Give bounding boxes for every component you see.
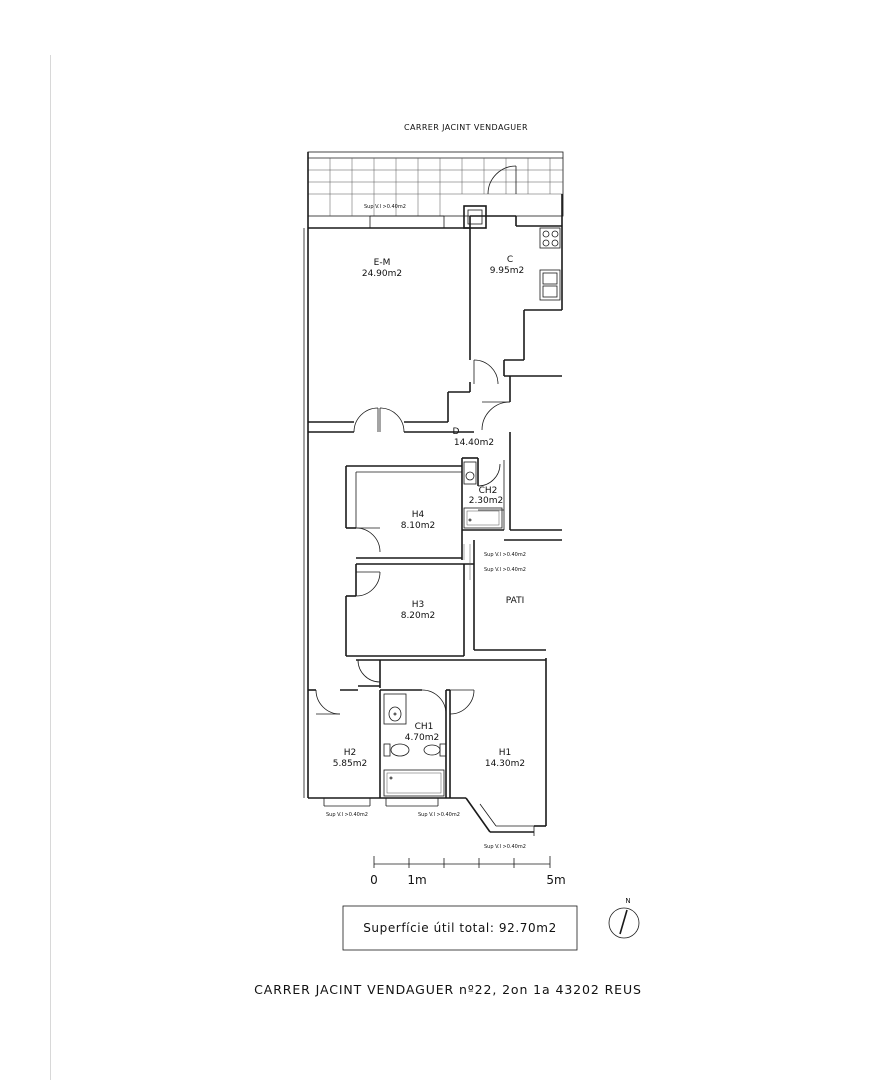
scale-label-1m: 1m (407, 873, 426, 887)
room-h1-area: 14.30m2 (485, 759, 525, 769)
scale-label-5m: 5m (546, 873, 565, 887)
ch2-washbasin-icon (463, 461, 477, 485)
room-em-area: 24.90m2 (362, 269, 402, 279)
room-h4-area: 8.10m2 (401, 521, 436, 531)
window-notes: Sup V.I >0.40m2 Sup V.I >0.40m2 Sup V.I … (326, 204, 526, 850)
scale-label-0: 0 (370, 873, 378, 887)
room-ch1-area: 4.70m2 (405, 733, 440, 743)
room-h3-area: 8.20m2 (401, 611, 436, 621)
street-title: CARRER JACINT VENDAGUER (404, 123, 528, 132)
page-margin-line (50, 55, 51, 1080)
address-line: CARRER JACINT VENDAGUER nº22, 2on 1a 432… (254, 982, 642, 997)
north-label: N (625, 897, 630, 905)
room-em-name: E-M (374, 258, 391, 268)
terrace (307, 151, 564, 217)
terrace-tiling (308, 158, 563, 216)
window-note-h4: Sup V.I >0.40m2 (484, 552, 526, 558)
window-note-h2: Sup V.I >0.40m2 (326, 812, 368, 818)
window-note-h3: Sup V.I >0.40m2 (484, 567, 526, 573)
room-h3-name: H3 (412, 600, 425, 610)
room-labels: E-M 24.90m2 C 9.95m2 D 14.40m2 CH2 2.30m… (333, 255, 525, 769)
room-ch2-area: 2.30m2 (469, 496, 504, 506)
fixtures (383, 205, 561, 797)
scale-bar: 0 1m 5m (370, 856, 566, 887)
doors (315, 165, 517, 715)
hob-icon (539, 227, 561, 249)
ch1-toilet-icon (383, 743, 391, 757)
window-note-ch1: Sup V.I >0.40m2 (418, 812, 460, 818)
room-h1-name: H1 (499, 748, 512, 758)
ch1-bidet-icon (439, 743, 447, 757)
total-area-box: Superfície útil total: 92.70m2 (342, 905, 578, 951)
ch2-shower-icon (463, 507, 503, 529)
room-h2-name: H2 (344, 748, 357, 758)
window-note-h1: Sup V.I >0.40m2 (484, 844, 526, 850)
north-arrow-icon: N (608, 897, 640, 939)
room-c-area: 9.95m2 (490, 266, 525, 276)
room-c-name: C (507, 255, 513, 265)
kitchen-sink-icon (539, 269, 561, 301)
interior-walls (308, 382, 546, 798)
room-ch2-name: CH2 (479, 486, 498, 496)
ch1-bathtub-icon (383, 769, 445, 797)
room-d-name: D (453, 427, 460, 437)
room-pati-name: PATI (506, 596, 524, 606)
room-ch1-name: CH1 (415, 722, 434, 732)
room-d-area: 14.40m2 (454, 438, 494, 448)
total-area-text: Superfície útil total: 92.70m2 (363, 921, 557, 935)
room-h4-name: H4 (412, 510, 425, 520)
duct-icon (463, 205, 487, 229)
ch1-washbasin-icon (383, 693, 407, 725)
room-h2-area: 5.85m2 (333, 759, 368, 769)
window-note-terrace: Sup V.I >0.40m2 (364, 204, 406, 210)
